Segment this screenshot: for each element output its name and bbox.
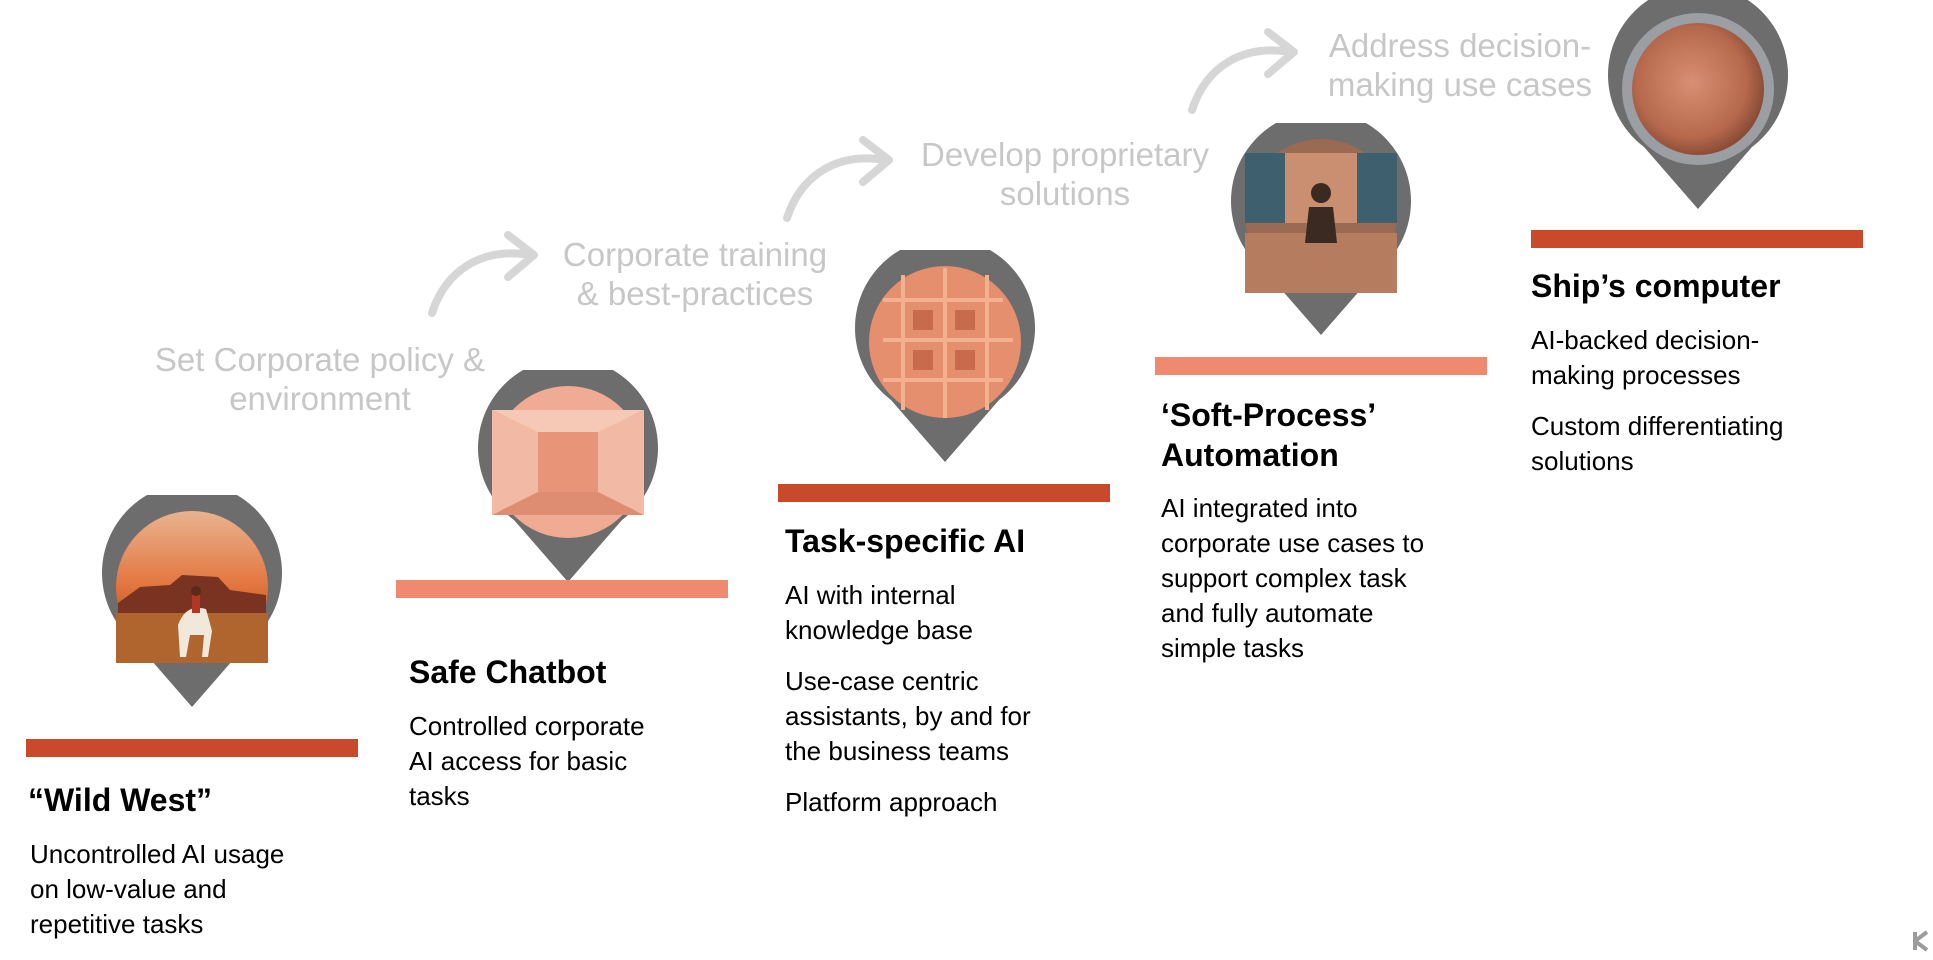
stage-3-title: Task-specific AI — [785, 523, 1026, 559]
stage-5-title: Ship’s computer — [1531, 268, 1781, 304]
corner-logo-icon — [1913, 930, 1929, 952]
stage-3-item: Platform approach — [785, 787, 998, 817]
server-room-photo-icon — [478, 370, 658, 582]
stage-2-title: Safe Chatbot — [409, 654, 607, 690]
transition-label-3: Develop proprietary solutions — [921, 136, 1209, 212]
control-room-photo-icon — [1231, 123, 1411, 335]
stage-4-items: AI integrated into corporate use cases t… — [1161, 491, 1491, 682]
stage-2-items: Controlled corporate AI access for basic… — [409, 709, 739, 830]
transition-label-2: Corporate training & best-practices — [562, 236, 828, 312]
stage-3-item: AI with internal knowledge base — [785, 580, 973, 645]
curved-arrow-icon — [428, 231, 538, 317]
stage-5-item: AI-backed decision- making processes — [1531, 325, 1760, 390]
stage-3-bar — [778, 484, 1110, 502]
stage-5-item: Custom differentiating solutions — [1531, 411, 1784, 476]
stage-5-items: AI-backed decision- making processes Cus… — [1531, 323, 1861, 495]
cowboy-desert-photo-icon — [102, 495, 282, 707]
stage-3-items: AI with internal knowledge base Use-case… — [785, 578, 1125, 836]
stage-4-bar — [1155, 357, 1487, 375]
stage-1-bar — [26, 739, 358, 757]
stage-1-title: “Wild West” — [28, 782, 213, 818]
stage-4-title: ‘Soft-Process’ Automation — [1161, 397, 1377, 473]
stage-1-items: Uncontrolled AI usage on low-value and r… — [30, 837, 360, 958]
copper-sphere-photo-icon — [1608, 0, 1788, 209]
curved-arrow-icon — [783, 136, 893, 222]
transition-label-1: Set Corporate policy & environment — [154, 341, 486, 417]
transition-label-4: Address decision- making use cases — [1327, 27, 1593, 103]
stage-5-bar — [1531, 230, 1863, 248]
stage-3-item: Use-case centric assistants, by and for … — [785, 666, 1031, 766]
curved-arrow-icon — [1188, 28, 1298, 114]
stage-4-item: AI integrated into corporate use cases t… — [1161, 493, 1425, 663]
stage-2-item: Controlled corporate AI access for basic… — [409, 711, 645, 811]
stage-2-bar — [396, 580, 728, 598]
stage-1-item: Uncontrolled AI usage on low-value and r… — [30, 839, 285, 939]
aerial-office-photo-icon — [855, 250, 1035, 462]
